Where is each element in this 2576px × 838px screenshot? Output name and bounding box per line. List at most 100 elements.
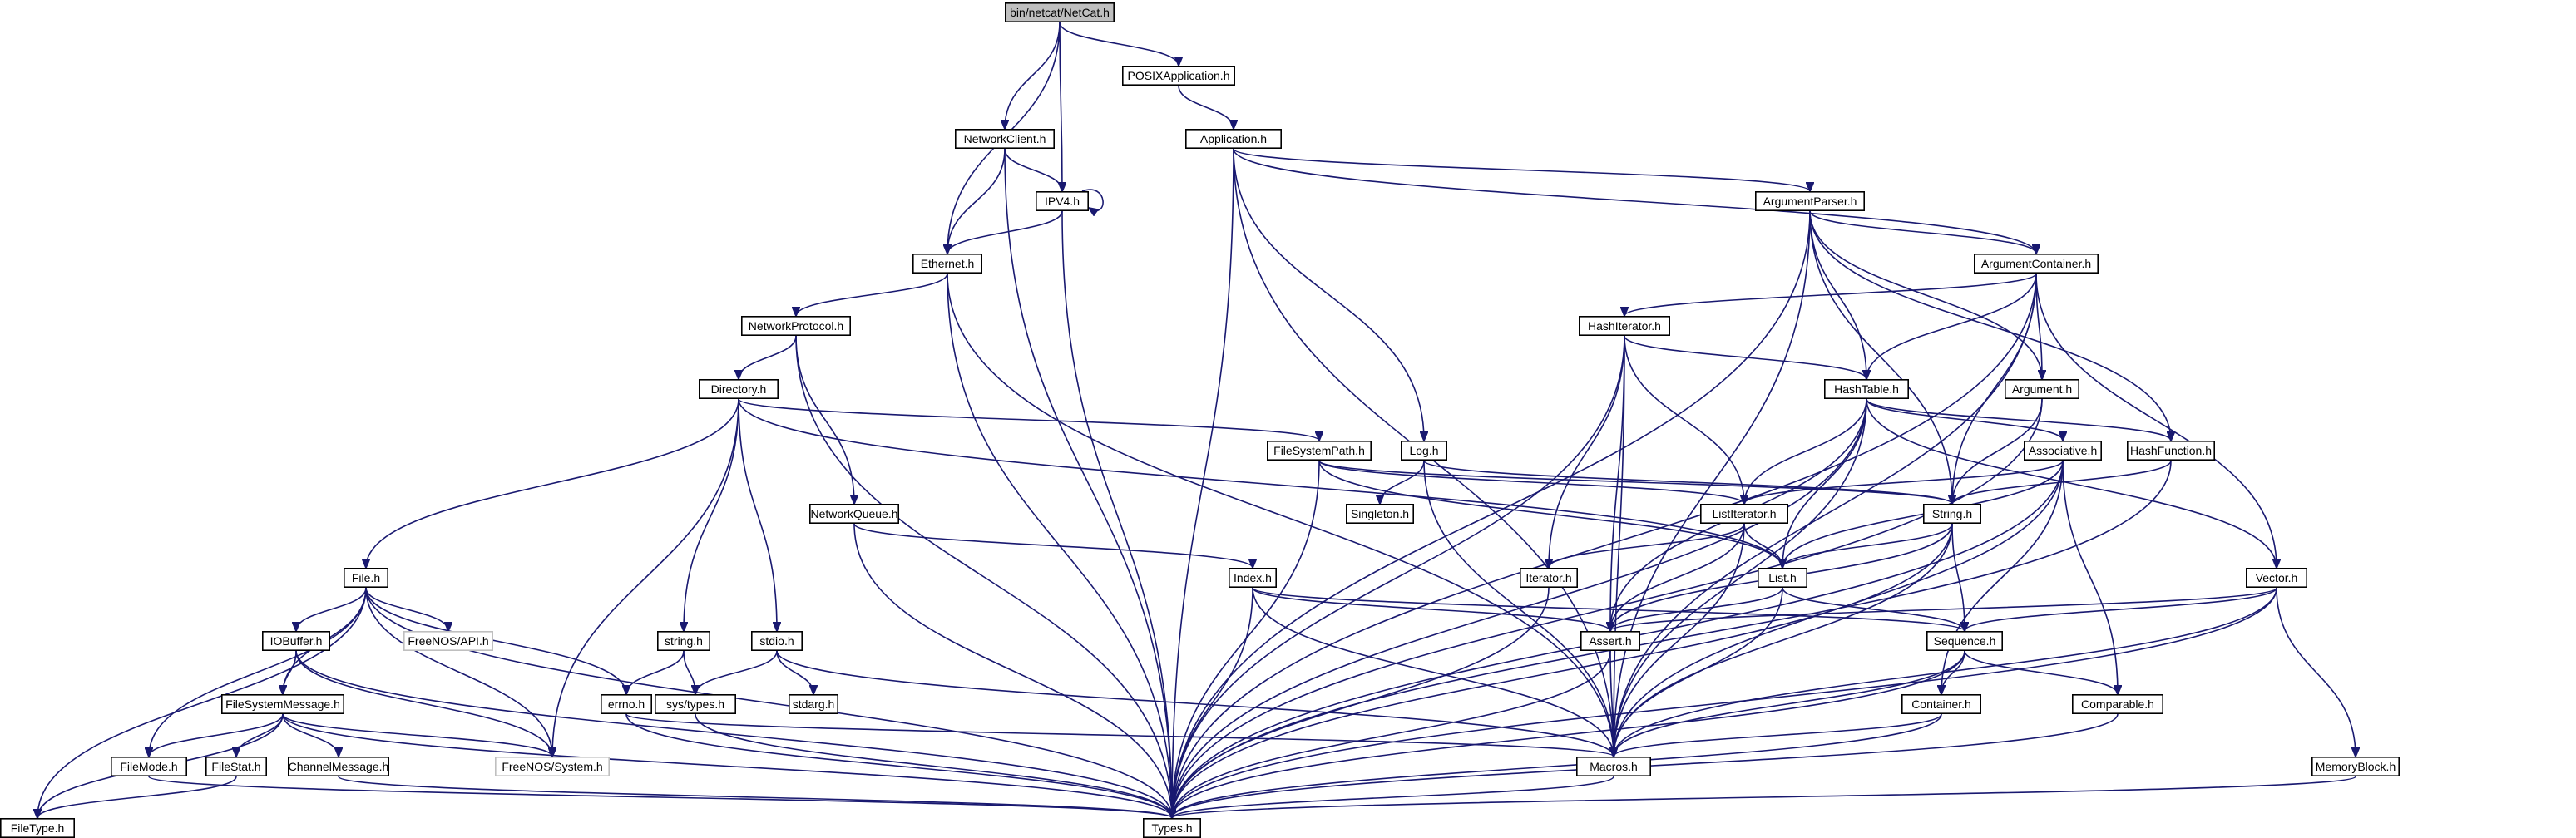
edge-list-to-assert xyxy=(1610,587,1783,631)
edge-argparser-to-types xyxy=(1172,210,1811,818)
node-box xyxy=(2246,567,2308,588)
edge xyxy=(626,650,685,694)
node-vector[interactable]: Vector.h xyxy=(2246,567,2308,588)
node-sequence[interactable]: Sequence.h xyxy=(1926,630,2004,651)
node-argparser[interactable]: ArgumentParser.h xyxy=(1755,191,1866,212)
edge xyxy=(739,335,797,379)
node-singleton[interactable]: Singleton.h xyxy=(1346,503,1415,524)
node-string[interactable]: String.h xyxy=(1923,503,1982,524)
node-label: File.h xyxy=(352,571,380,584)
node-log[interactable]: Log.h xyxy=(1401,440,1448,461)
edge-fsmessage-to-filestat xyxy=(236,713,284,757)
node-box xyxy=(788,693,838,714)
node-argument[interactable]: Argument.h xyxy=(2005,378,2080,399)
node-iterator[interactable]: Iterator.h xyxy=(1520,567,1579,588)
node-box xyxy=(1824,378,1910,399)
edge-list-to-macros xyxy=(1614,587,1783,757)
node-posixapp[interactable]: POSIXApplication.h xyxy=(1122,66,1236,86)
edge xyxy=(1423,460,1952,504)
edge-vector-to-types xyxy=(1172,587,2277,818)
node-listiter[interactable]: ListIterator.h xyxy=(1700,503,1789,524)
edge-vector-to-sequence xyxy=(1965,587,2277,631)
node-list[interactable]: List.h xyxy=(1758,567,1808,588)
node-label: Log.h xyxy=(1409,444,1438,457)
node-label: bin/netcat/NetCat.h xyxy=(1010,6,1110,19)
node-container[interactable]: Container.h xyxy=(1901,693,1982,714)
edge xyxy=(683,650,695,694)
node-stdarg[interactable]: stdarg.h xyxy=(788,693,838,714)
edge xyxy=(1172,650,1965,818)
node-box xyxy=(1346,503,1415,524)
edge-netproto-to-directory xyxy=(739,335,797,379)
node-argcontainer[interactable]: ArgumentContainer.h xyxy=(1974,253,2099,274)
node-netcat[interactable]: bin/netcat/NetCat.h xyxy=(1005,2,1115,22)
node-hashiter[interactable]: HashIterator.h xyxy=(1579,315,1671,336)
edge-ipv4-to-ipv4 xyxy=(1081,189,1104,210)
node-file[interactable]: File.h xyxy=(343,567,388,588)
edge-stdioh-to-stdarg xyxy=(776,650,813,694)
edge-chanmsg-to-types xyxy=(338,776,1172,818)
edge-application-to-types xyxy=(1172,148,1234,818)
edge xyxy=(1172,523,1953,818)
node-types[interactable]: Types.h xyxy=(1143,817,1202,838)
node-chanmsg[interactable]: ChannelMessage.h xyxy=(287,756,389,776)
edge-string-to-sequence xyxy=(1951,523,1965,631)
node-freenossys[interactable]: FreeNOS/System.h xyxy=(494,756,610,776)
edge-index-to-sequence xyxy=(1252,587,1965,631)
node-label: FreeNOS/System.h xyxy=(502,760,602,773)
node-fspath[interactable]: FileSystemPath.h xyxy=(1267,440,1372,461)
edge xyxy=(1252,587,1610,631)
node-filestat[interactable]: FileStat.h xyxy=(205,756,268,776)
node-freenosapi[interactable]: FreeNOS/API.h xyxy=(403,630,493,651)
node-memblock[interactable]: MemoryBlock.h xyxy=(2311,756,2400,776)
node-netclient[interactable]: NetworkClient.h xyxy=(955,129,1056,150)
node-netproto[interactable]: NetworkProtocol.h xyxy=(740,315,851,336)
node-ethernet[interactable]: Ethernet.h xyxy=(912,253,983,274)
edge-log-to-macros xyxy=(1423,460,1614,757)
edge xyxy=(853,523,1253,568)
edge-file-to-errno xyxy=(365,587,626,694)
node-hashfunc[interactable]: HashFunction.h xyxy=(2127,440,2216,461)
node-application[interactable]: Application.h xyxy=(1185,129,1283,150)
edge xyxy=(1380,460,1425,504)
node-comparable[interactable]: Comparable.h xyxy=(2072,693,2164,714)
edge xyxy=(2062,460,2118,694)
node-stdioh[interactable]: stdio.h xyxy=(750,630,803,651)
node-errno[interactable]: errno.h xyxy=(600,693,652,714)
edge-argcontainer-to-hashtable xyxy=(1866,273,2037,379)
edge-log-to-singleton xyxy=(1380,460,1425,504)
node-fsmessage[interactable]: FileSystemMessage.h xyxy=(220,693,344,714)
edge-application-to-log xyxy=(1233,148,1424,441)
node-filetype[interactable]: FileType.h xyxy=(0,817,76,838)
node-index[interactable]: Index.h xyxy=(1229,567,1278,588)
node-box xyxy=(1520,567,1579,588)
edge xyxy=(282,713,1172,818)
edge xyxy=(1614,210,1811,757)
node-filemode[interactable]: FileMode.h xyxy=(111,756,188,776)
node-macros[interactable]: Macros.h xyxy=(1576,756,1652,776)
node-box xyxy=(1143,817,1202,838)
edge-hashiter-to-iterator xyxy=(1549,335,1625,568)
edge-systypes-to-types xyxy=(695,713,1172,818)
edge-directory-to-freenossys xyxy=(552,398,739,757)
edge xyxy=(1172,776,1614,818)
node-label: HashIterator.h xyxy=(1588,319,1661,333)
node-box xyxy=(600,693,652,714)
node-associative[interactable]: Associative.h xyxy=(2024,440,2103,461)
node-ioBuffer[interactable]: IOBuffer.h xyxy=(261,630,330,651)
node-netqueue[interactable]: NetworkQueue.h xyxy=(808,503,899,524)
edge xyxy=(1624,273,2037,316)
node-ipv4[interactable]: IPV4.h xyxy=(1036,191,1090,212)
node-directory[interactable]: Directory.h xyxy=(698,378,779,399)
edge-argcontainer-to-vector xyxy=(2035,273,2277,568)
edge-netclient-to-types xyxy=(1004,148,1172,818)
node-assert[interactable]: Assert.h xyxy=(1580,630,1641,651)
node-box xyxy=(1267,440,1372,461)
node-hashtable[interactable]: HashTable.h xyxy=(1824,378,1910,399)
edge xyxy=(1866,273,2037,379)
node-stringh[interactable]: string.h xyxy=(656,630,710,651)
node-label: string.h xyxy=(665,634,703,648)
edge xyxy=(1318,460,1744,504)
node-systypes[interactable]: sys/types.h xyxy=(654,693,736,714)
